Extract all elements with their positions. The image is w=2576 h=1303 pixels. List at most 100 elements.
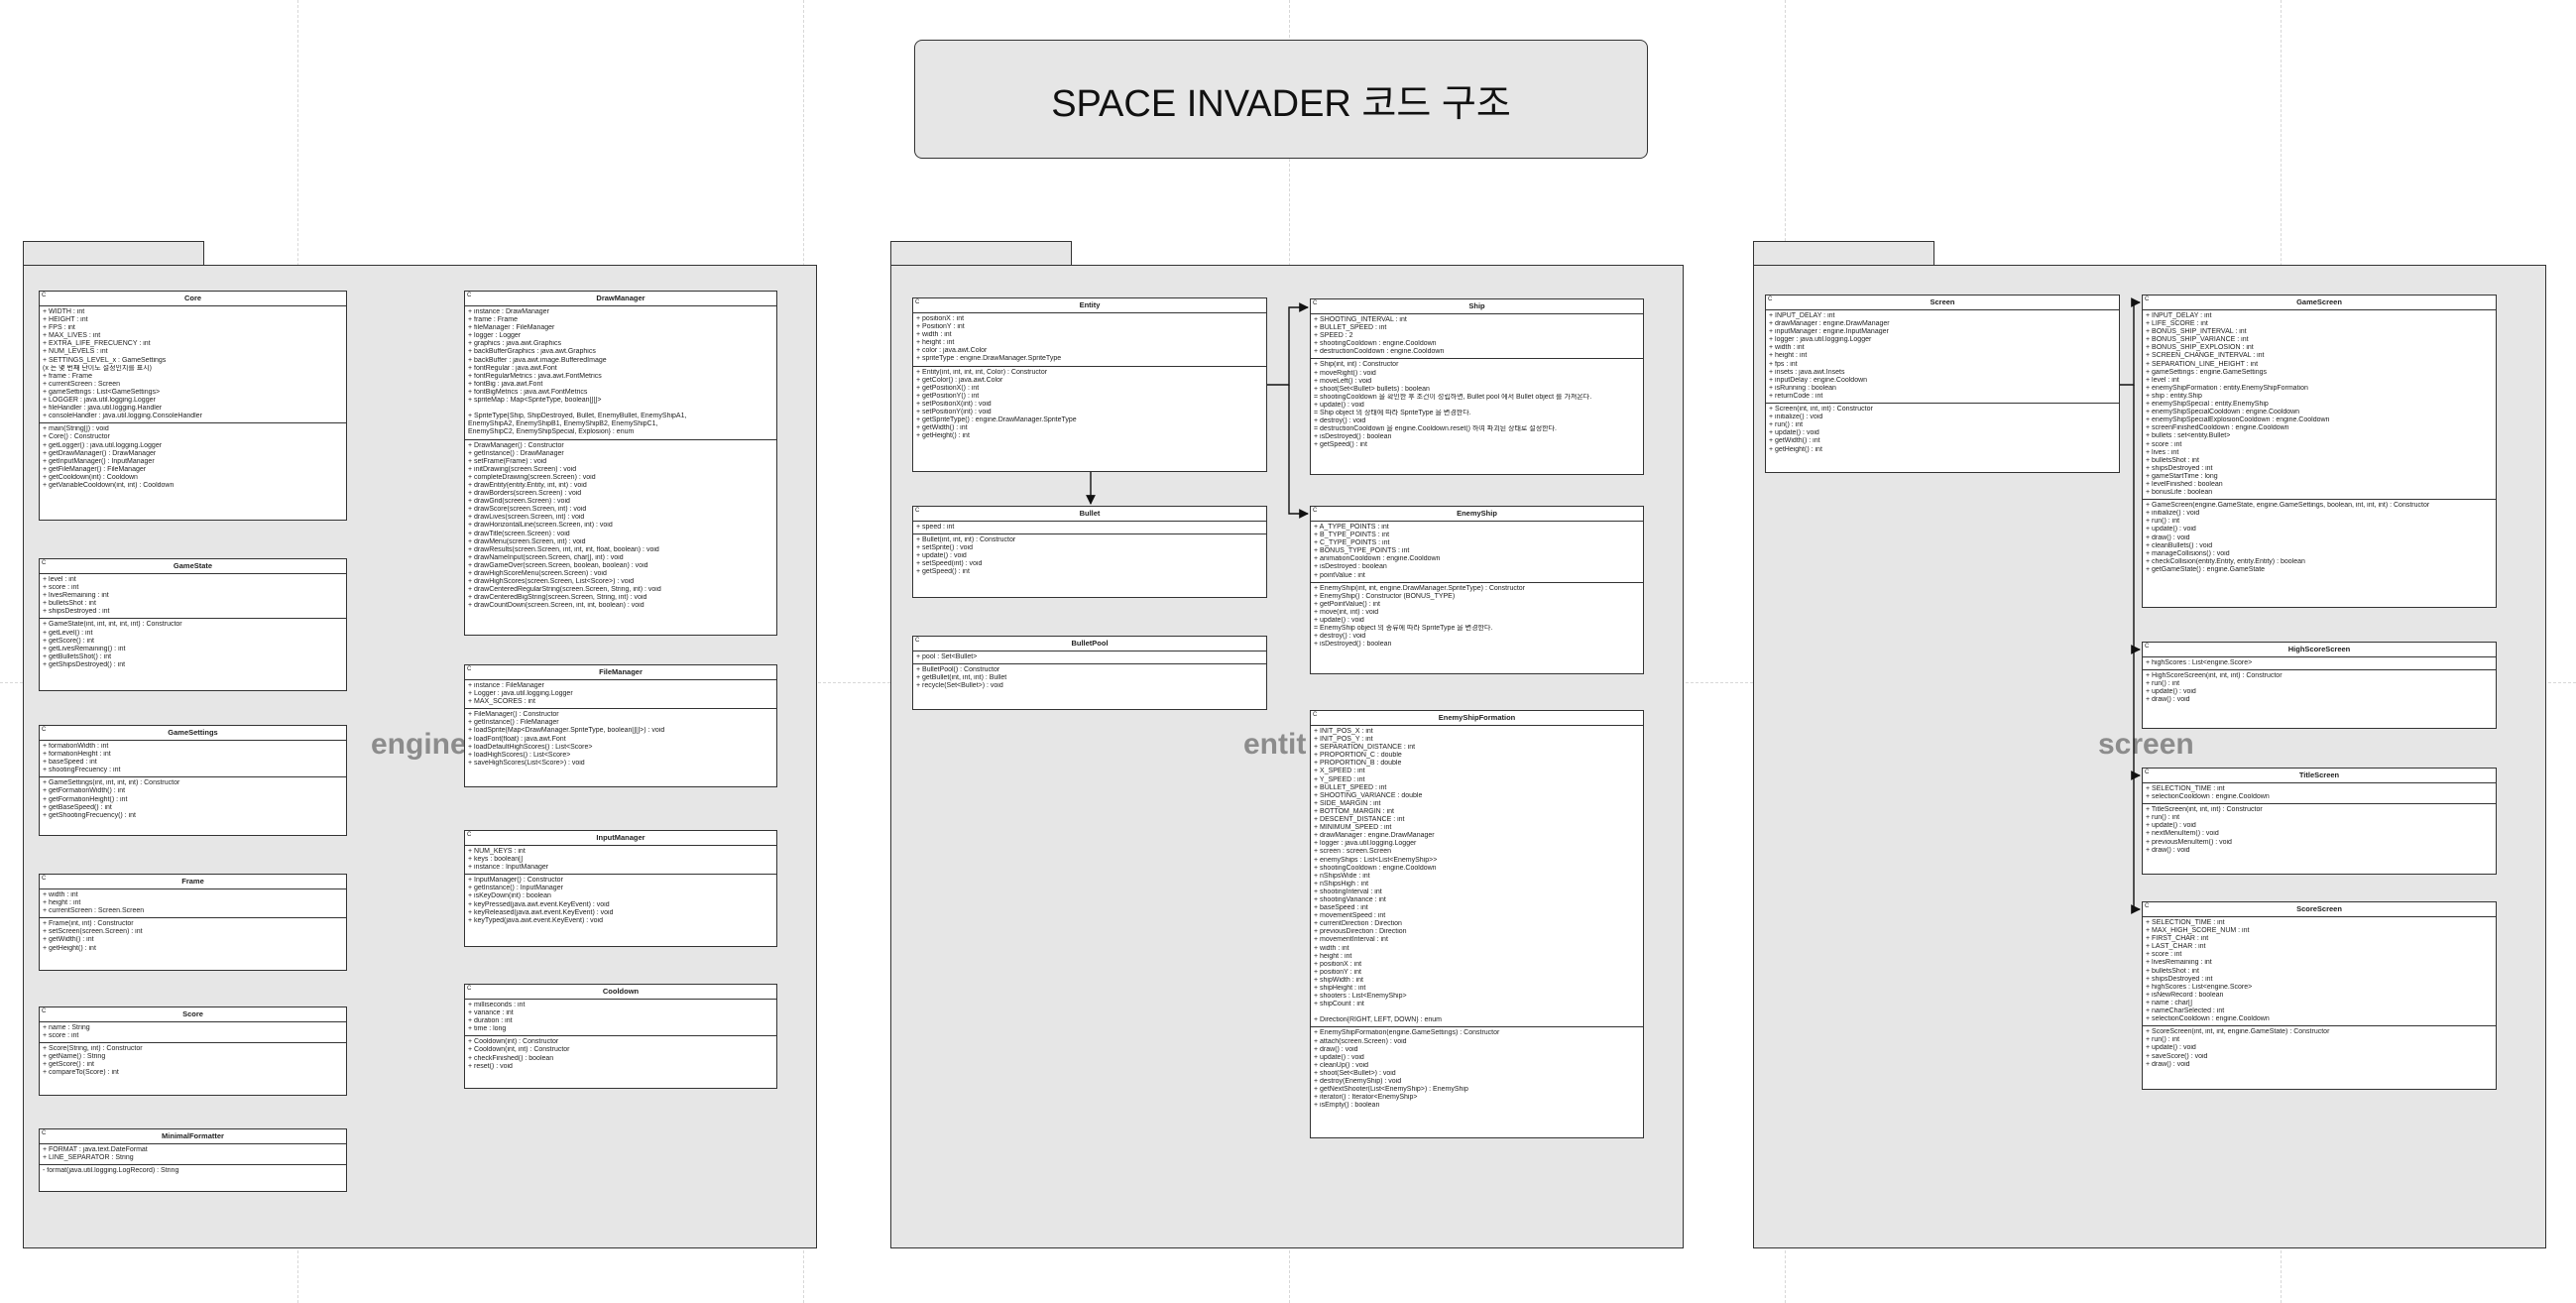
attribute: + MINIMUM_SPEED : int xyxy=(1314,824,1392,832)
attribute: + time : long xyxy=(468,1025,507,1033)
attribute: + livesRemaining : int xyxy=(2146,959,2212,967)
attribute: + ship : entity.Ship xyxy=(2146,392,2202,400)
method: + attach(screen.Screen) : void xyxy=(1314,1037,1407,1045)
attribute: + logger : Logger xyxy=(468,332,522,340)
attribute: + enemyShipFormation : entity.EnemyShipF… xyxy=(2146,384,2308,392)
method: + drawEntity(entity.Entity, int, int) : … xyxy=(468,481,587,489)
method: + destroy() : void xyxy=(1314,417,1366,425)
method: + drawNameInput(screen.Screen, char[], i… xyxy=(468,553,624,561)
attribute: + score : int xyxy=(43,1032,79,1040)
attribute: + variance : int xyxy=(468,1009,514,1017)
class-attributes: + WIDTH : int+ HEIGHT : int+ FPS : int+ … xyxy=(40,306,346,424)
attribute: + positionX : int xyxy=(1314,960,1362,968)
class-attributes: + milliseconds : int+ variance : int+ du… xyxy=(465,1000,776,1037)
method: + saveHighScores(List<Score>) : void xyxy=(468,759,585,767)
class-name-label: GameSettings xyxy=(168,728,218,737)
method: + cleanUp() : void xyxy=(1314,1061,1369,1069)
attribute: + gameStartTime : long xyxy=(2146,472,2218,480)
class-methods: + HighScoreScreen(int, int, int) : Const… xyxy=(2143,670,2496,706)
method: + manageCollisions() : void xyxy=(2146,549,2230,557)
attribute: + DESCENT_DISTANCE : int xyxy=(1314,816,1405,824)
arrow-screen-scorescreen xyxy=(2131,775,2141,914)
method: + keyReleased(java.awt.event.KeyEvent) :… xyxy=(468,908,614,916)
class-name-label: ScoreScreen xyxy=(2296,904,2342,913)
attribute: + fileHandler : java.util.logging.Handle… xyxy=(43,405,163,413)
attribute: + X_SPEED : int xyxy=(1314,768,1365,775)
class-stereotype: C xyxy=(42,876,47,882)
method: + getInputManager() : InputManager xyxy=(43,457,155,465)
class-attributes: + positionX : int+ PositionY : int+ widt… xyxy=(913,313,1266,367)
attribute: + height : int xyxy=(1314,952,1352,960)
method: + getFormationWidth() : int xyxy=(43,787,126,795)
method: + getWidth() : int xyxy=(916,424,968,432)
class-name-label: Frame xyxy=(181,877,204,886)
attribute: + NUM_LEVELS : int xyxy=(43,348,108,356)
attribute: + level : int xyxy=(2146,376,2179,384)
method: + getCooldown(int) : Cooldown xyxy=(43,473,138,481)
method: + move(int, int) : void xyxy=(1314,608,1379,616)
attribute: + graphics : java.awt.Graphics xyxy=(468,340,561,348)
method: + checkCollision(entity.Entity, entity.E… xyxy=(2146,557,2305,565)
method: = Ship object 의 상태에 따라 SpriteType 을 변경한다… xyxy=(1314,410,1471,417)
attribute: + INIT_POS_Y : int xyxy=(1314,736,1373,744)
class-stereotype: C xyxy=(1313,508,1318,514)
method: + destroy(EnemyShip) : void xyxy=(1314,1078,1402,1086)
method: + loadDefaultHighScores() : List<Score> xyxy=(468,743,593,751)
class-name-label: Cooldown xyxy=(602,987,640,996)
method: + TitleScreen(int, int, int) : Construct… xyxy=(2146,806,2263,814)
method: + setPositionX(int) : void xyxy=(916,400,992,408)
attribute: + selectionCooldown : engine.Cooldown xyxy=(2146,793,2270,801)
method: + getSpriteType() : engine.DrawManager.S… xyxy=(916,416,1077,424)
class-stereotype: C xyxy=(467,832,472,838)
attribute: + milliseconds : int xyxy=(468,1002,526,1008)
class-methods: + Bullet(int, int, int) : Constructor+ s… xyxy=(913,534,1266,578)
method: + initialize() : void xyxy=(1769,414,1823,421)
attribute: + logger : java.util.logging.Logger xyxy=(1314,840,1417,848)
method: + loadSprite(Map<DrawManager.SpriteType,… xyxy=(468,727,665,735)
method: + loadHighScores() : List<Score> xyxy=(468,751,571,759)
method: + saveScore() : void xyxy=(2146,1052,2208,1060)
method: + getFileManager() : FileManager xyxy=(43,465,147,473)
class-name-label: Entity xyxy=(1079,300,1101,309)
method: + Cooldown(int) : Constructor xyxy=(468,1038,559,1046)
attribute: + livesRemaining : int xyxy=(43,592,109,600)
class-attributes: + SHOOTING_INTERVAL : int+ BULLET_SPEED … xyxy=(1311,314,1643,360)
method: + draw() : void xyxy=(2146,846,2190,854)
method: + getFormationHeight() : int xyxy=(43,795,128,803)
attribute: + consoleHandler : java.util.logging.Con… xyxy=(43,413,202,420)
attribute: + highScores : List<engine.Score> xyxy=(2146,983,2253,991)
attribute: + FIRST_CHAR : int xyxy=(2146,935,2209,943)
attribute: + pointValue : int xyxy=(1314,571,1365,579)
method: + getHeight() : int xyxy=(1769,445,1822,453)
class-attributes: + INIT_POS_X : int+ INIT_POS_Y : int+ SE… xyxy=(1311,726,1643,1028)
method: + getLevel() : int xyxy=(43,629,93,637)
class-stereotype: C xyxy=(42,560,47,566)
method: + EnemyShipFormation(engine.GameSettings… xyxy=(1314,1029,1500,1037)
method: + getColor() : java.awt.Color xyxy=(916,376,1003,384)
method: + loadFont(float) : java.awt.Font xyxy=(468,735,566,743)
attribute: + currentDirection : Direction xyxy=(1314,920,1402,928)
attribute: + fontRegularMetrics : java.awt.FontMetr… xyxy=(468,372,602,380)
method: + getBulletsShot() : int xyxy=(43,652,112,660)
method: + getWidth() : int xyxy=(1769,437,1820,445)
attribute: + bonusLife : boolean xyxy=(2146,489,2213,497)
method: + BulletPool() : Constructor xyxy=(916,666,1000,674)
attribute: + shipWidth : int xyxy=(1314,976,1363,984)
class-stereotype: C xyxy=(467,666,472,672)
class-attributes: + FORMAT : java.text.DateFormat+ LINE_SE… xyxy=(40,1144,346,1166)
method: + compareTo(Score) : int xyxy=(43,1069,119,1077)
attribute: + instance : DrawManager xyxy=(468,308,549,315)
